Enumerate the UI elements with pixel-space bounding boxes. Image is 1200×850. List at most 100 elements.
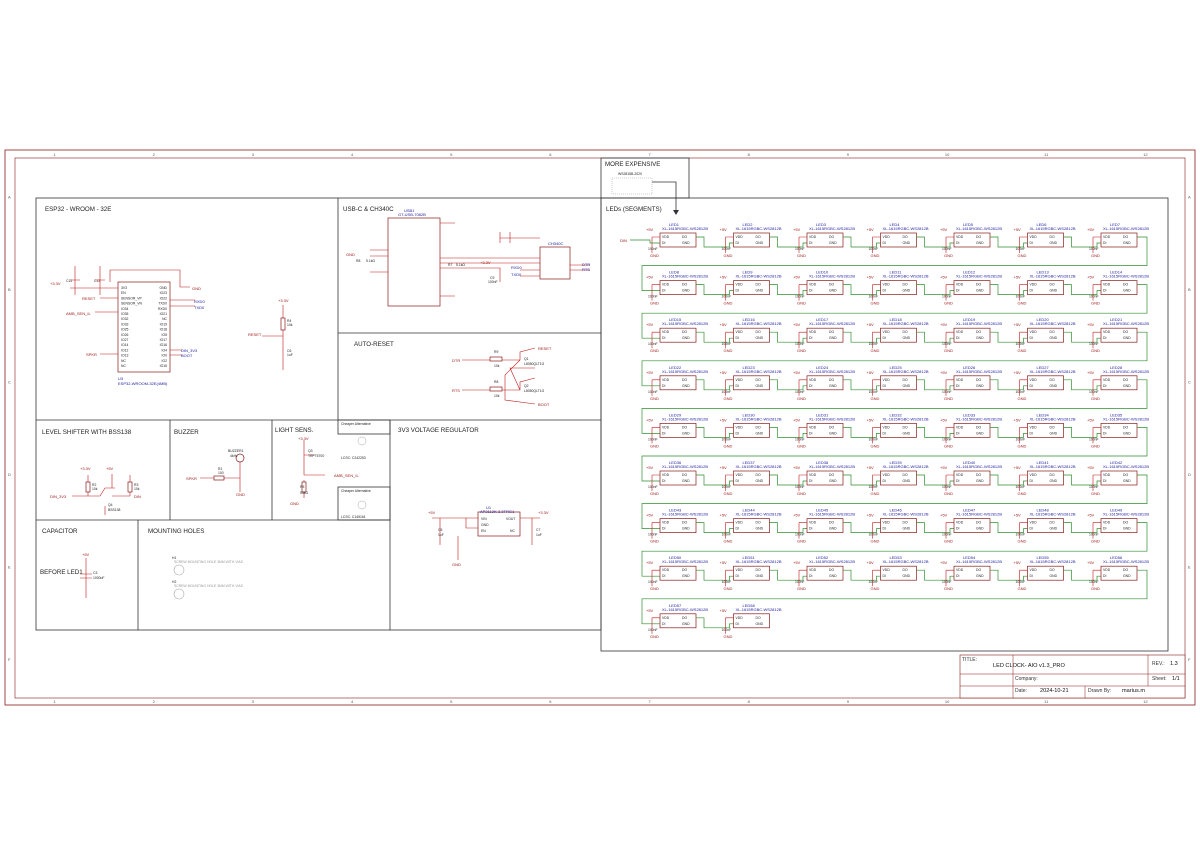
- led-ground: GND: [1091, 491, 1100, 496]
- led-pin-gnd: GND: [1123, 479, 1131, 483]
- buzzer-circuit: SPKR GND BUZZER1 R1 100 4kHz: [186, 449, 245, 497]
- led-cap-value: 100nF: [869, 342, 879, 346]
- grid-row-label: E: [1188, 564, 1191, 569]
- led-part: XL-1615RGBC-WS2812B: [809, 321, 855, 326]
- esp32-pin-label: IO21: [160, 312, 167, 316]
- led-data-wire: [916, 522, 954, 533]
- led-component: LED46XL-1615RGBC-WS2812BVDDDIDOGND+5V100…: [867, 508, 954, 544]
- led-ground: GND: [1018, 586, 1027, 591]
- ls-r3v: 10k: [134, 487, 140, 491]
- reset-rc: +3.3V RESET R4 10k C6 1uF: [248, 298, 293, 370]
- led-power-wire: [651, 331, 660, 349]
- reg-pin-gnd: GND: [481, 523, 489, 527]
- led-power-wire: [798, 522, 807, 539]
- led-body: [1027, 280, 1064, 295]
- esp32-pin-label: EN: [121, 291, 126, 295]
- led-pin-gnd: GND: [903, 241, 911, 245]
- led-ground: GND: [650, 634, 659, 639]
- reg-net-gnd: GND: [452, 562, 461, 567]
- led-component: LED39XL-1615RGBC-WS2812BVDDDIDOGND+5V100…: [867, 460, 954, 496]
- led-pin-di: DI: [956, 384, 959, 388]
- led-cap-value: 100nF: [648, 533, 658, 537]
- usb-net-txd0: TXD0: [511, 272, 522, 277]
- led-pin-di: DI: [956, 574, 959, 578]
- led-power-wire: [798, 331, 807, 349]
- led-supply: +5V: [940, 513, 948, 518]
- grid-col-label: 7: [648, 699, 651, 704]
- tb-drawn-label: Drawn By:: [1088, 688, 1111, 694]
- led-data-wire: [990, 236, 1028, 248]
- led-pin-vdd: VDD: [1103, 330, 1111, 334]
- led-cap-value: 100nF: [869, 580, 879, 584]
- led-pin-vdd: VDD: [1030, 283, 1038, 287]
- led-data-wire: [843, 284, 881, 295]
- led-body: [953, 470, 991, 486]
- led-data-wire: [641, 427, 1148, 482]
- led-body: [1100, 423, 1138, 438]
- led-pin-do: DO: [756, 425, 761, 429]
- led-ground: GND: [944, 491, 953, 496]
- led-pin-di: DI: [956, 479, 959, 483]
- led-cap-value: 100nF: [1089, 437, 1099, 441]
- led-part: XL-1615RGBC-WS2812B: [662, 226, 708, 231]
- grid-row-label: C: [8, 379, 11, 384]
- esp32-net-rxd0: RXD0: [194, 299, 205, 304]
- led-pin-di: DI: [736, 289, 739, 293]
- led-body: [953, 232, 991, 248]
- led-supply: +5V: [720, 370, 728, 375]
- led-pin-gnd: GND: [829, 289, 837, 293]
- section-title-light: LIGHT SENS.: [275, 427, 314, 434]
- led-pin-vdd: VDD: [736, 521, 744, 525]
- section-boxes: [35, 157, 1169, 652]
- led-cap-value: 100nF: [869, 533, 879, 537]
- led-pin-di: DI: [1103, 574, 1106, 578]
- led-pin-di: DI: [956, 527, 959, 531]
- led-pin-di: DI: [956, 241, 959, 245]
- reg-c7: C7: [536, 528, 540, 532]
- led-supply: +5V: [940, 322, 948, 327]
- led-cap-value: 100nF: [869, 247, 879, 251]
- grid-row-label: A: [1188, 194, 1191, 199]
- grid-col-label: 9: [847, 699, 850, 704]
- led-pin-gnd: GND: [829, 336, 837, 340]
- led-component: LED48XL-1615RGBC-WS2812BVDDDIDOGND+5V100…: [1014, 508, 1101, 544]
- led-ground: GND: [871, 539, 880, 544]
- led-data-wire: [843, 379, 881, 391]
- led-pin-gnd: GND: [976, 384, 984, 388]
- led-data-wire: [843, 427, 881, 438]
- led-part: XL-1615RGBC-WS2812B: [883, 559, 929, 564]
- led-pin-vdd: VDD: [883, 568, 891, 572]
- led-supply: +5V: [1087, 227, 1095, 232]
- led-component: LED7XL-1615RGBC-WS2812BVDDDIDOGND+5V100n…: [641, 222, 1149, 291]
- led-pin-do: DO: [756, 235, 761, 239]
- led-part: XL-1615RGBC-WS2812B: [956, 274, 1002, 279]
- led-pin-di: DI: [662, 527, 665, 531]
- esp32-pin-label: IO19: [160, 322, 167, 326]
- led-supply: +5V: [1014, 465, 1022, 470]
- led-ref: LED38: [816, 460, 829, 465]
- led-component: LED16XL-1615RGBC-WS2812BVDDDIDOGND+5V100…: [720, 317, 807, 353]
- led-supply: +5V: [867, 275, 875, 280]
- led-pin-do: DO: [829, 283, 834, 287]
- led-power-wire: [798, 569, 807, 587]
- section-title-level-shifter: LEVEL SHIFTER WITH BSS138: [42, 429, 132, 436]
- led-supply: +5V: [867, 227, 875, 232]
- led-power-wire: [945, 427, 954, 444]
- led-data-wire: [641, 331, 1148, 387]
- led-body: [880, 565, 917, 581]
- led-pin-gnd: GND: [682, 527, 690, 531]
- led-data-wire: [1063, 236, 1101, 248]
- led-pin-do: DO: [682, 425, 687, 429]
- led-supply: +5V: [720, 417, 728, 422]
- led-part: XL-1615RGBC-WS2812B: [662, 512, 708, 517]
- usb-chip-ref: CH340C: [548, 241, 563, 246]
- led-pin-gnd: GND: [1123, 574, 1131, 578]
- esp32-pin-label: IO16: [160, 343, 167, 347]
- led-power-wire: [1092, 331, 1101, 349]
- led-pin-do: DO: [756, 568, 761, 572]
- led-supply: +5V: [1087, 417, 1095, 422]
- led-ref: LED39: [890, 460, 903, 465]
- led-pin-di: DI: [662, 622, 665, 626]
- led-pin-gnd: GND: [829, 384, 837, 388]
